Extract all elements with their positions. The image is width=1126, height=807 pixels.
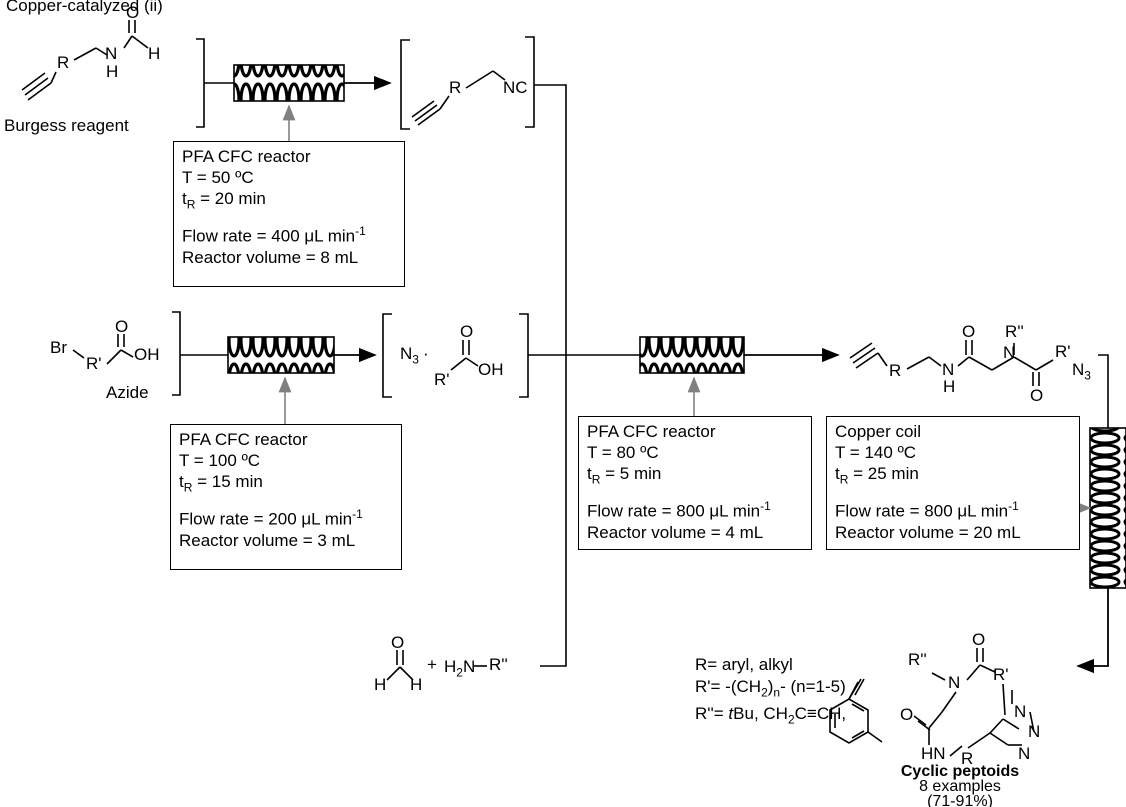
atom-H-1: H — [106, 62, 119, 81]
atom-OH-2: OH — [478, 360, 504, 379]
formamide-structure — [21, 20, 149, 101]
atom-N3-2: N3 — [1072, 360, 1091, 383]
atom-OH-1: OH — [134, 345, 160, 364]
atom-O-2: O — [115, 317, 129, 336]
product-title: Cyclic peptoids — [900, 763, 1020, 780]
atom-N-6: N — [1028, 722, 1041, 741]
azide-label: Azide — [106, 383, 149, 402]
isocyanide-structure — [400, 36, 567, 667]
product-caption: Cyclic peptoids 8 examples (71-91%) — [900, 764, 1020, 807]
def-R: R= aryl, alkyl — [695, 655, 793, 674]
atom-Rpp-2: R'' — [489, 655, 508, 674]
atom-O-6: O — [391, 633, 405, 652]
coil-reactor-1 — [233, 64, 345, 102]
linear-product-structure — [849, 340, 1109, 428]
product-examples: 8 examples — [919, 778, 1001, 795]
atom-R-2: R — [449, 78, 462, 97]
atom-O-3: O — [460, 322, 474, 341]
conditions-box-2: PFA CFC reactor T = 100 ºC tR = 15 min F… — [170, 424, 402, 570]
atom-H-5: H — [410, 675, 423, 694]
atom-H-4: H — [374, 675, 387, 694]
product-yield: (71-91%) — [927, 793, 993, 807]
conditions-box-3: PFA CFC reactor T = 80 ºC tR = 5 min Flo… — [578, 416, 812, 550]
coil-reactor-2 — [227, 336, 335, 374]
atom-Br: Br — [50, 338, 67, 357]
atom-N-2: N — [942, 360, 955, 379]
atom-N-7: N — [1018, 744, 1031, 763]
burgess-reagent-label: Burgess reagent — [4, 116, 129, 135]
atom-R-3: R — [889, 361, 902, 380]
def-Rp: R'= -(CH2)n- (n=1-5) — [695, 677, 846, 700]
coil-reactor-3 — [639, 336, 745, 374]
atom-N-1: N — [105, 44, 118, 63]
atom-R-4: R — [961, 749, 974, 768]
atom-H-3: H — [943, 377, 956, 396]
tolyl-alkyne-structure — [829, 678, 883, 744]
atom-O-5: O — [1030, 386, 1044, 405]
cyclic-peptoid-structure — [913, 648, 1035, 757]
atom-Rp-4: R' — [993, 665, 1009, 684]
atom-N-5: N — [1014, 702, 1027, 721]
atom-Rpp-1: R'' — [1005, 322, 1024, 341]
atom-Rp-3: R' — [1055, 342, 1071, 361]
amine-label: H2N — [444, 657, 476, 680]
copper-coil — [1089, 427, 1126, 589]
atom-Rpp-3: R'' — [908, 650, 927, 669]
header-text: Copper-catalyzed (ii) — [6, 0, 163, 15]
bromoacid-structure — [72, 311, 228, 396]
atom-NC: NC — [503, 78, 528, 97]
atom-Rp-1: R' — [86, 354, 102, 373]
def-Rpp: R''= tBu, CH2C≡CH, — [695, 704, 847, 727]
substituent-definitions: R= aryl, alkyl R'= -(CH2)n- (n=1-5) R''=… — [695, 654, 846, 731]
atom-Rp-2: R' — [434, 370, 450, 389]
atom-O-8: O — [900, 705, 914, 724]
atom-O-1: O — [126, 3, 140, 22]
conditions-box-4: Copper coil T = 140 ºC tR = 25 min Flow … — [826, 416, 1080, 550]
atom-H-2: H — [148, 44, 161, 63]
bracket-1 — [196, 38, 234, 128]
atom-N-3: N — [1003, 343, 1016, 362]
atom-O-7: O — [972, 630, 986, 649]
plus-sign: + — [427, 655, 437, 674]
atom-R-1: R — [57, 53, 70, 72]
conditions-box-1: PFA CFC reactor T = 50 ºC tR = 20 min Fl… — [173, 141, 405, 287]
atom-N-4: N — [948, 673, 961, 692]
formaldehyde-structure — [386, 650, 487, 681]
atom-O-4: O — [962, 322, 976, 341]
atom-HN: HN — [921, 744, 946, 763]
atom-N3-1: N3· — [400, 344, 429, 367]
